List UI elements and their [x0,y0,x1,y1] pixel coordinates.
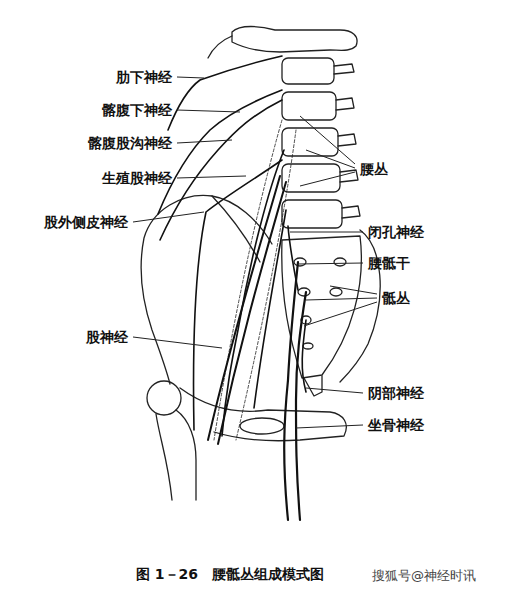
watermark: 搜狐号@神经时讯 [372,568,476,584]
process [342,206,360,218]
leader-line [133,212,204,222]
part-label: 腰丛 [360,161,388,178]
foramen [303,343,313,349]
leader-line [133,337,222,348]
vertebra [282,58,334,84]
rib [208,36,232,58]
leader-line [298,263,363,264]
leader-line [290,232,363,233]
vertebra [232,27,357,53]
leader-line [177,140,232,143]
ilioinguinal-nerve [160,100,282,240]
psoas-muscle [214,120,296,440]
leader-line [177,77,204,78]
leader-line [177,176,246,178]
part-label: 骶丛 [382,290,410,307]
femoral-nerve [208,176,286,444]
ilium [141,195,272,384]
leader-line [296,425,363,428]
process [338,134,356,146]
part-label: 肋下神经 [116,69,172,86]
foramen [298,288,310,296]
part-label: 股外侧皮神经 [44,214,128,231]
vertebra [282,92,336,120]
obturator-foramen [240,418,284,434]
part-label: 股神经 [86,329,128,346]
vertebra [282,200,342,228]
femur [156,410,196,500]
process [340,170,358,182]
iliohypogastric-nerve [158,90,282,214]
part-label: 坐骨神经 [368,417,424,434]
pudendal-nerve [302,320,306,392]
sciatic-nerve [284,262,306,520]
part-label: 生殖股神经 [102,170,172,187]
ilium [212,196,260,262]
leader-line [177,110,240,112]
leader-line [300,116,355,186]
leader-line [306,388,363,393]
part-label: 髂腹股沟神经 [88,135,172,152]
foramen [294,258,306,266]
obturator-nerve [254,210,286,408]
foramen [330,288,342,296]
pubis [180,388,346,441]
part-label: 阴部神经 [368,385,424,402]
coccyx [304,376,322,396]
ilium [340,230,380,382]
process [334,64,354,74]
foramen [334,258,346,266]
leader-line [304,286,377,326]
part-label: 髂腹下神经 [102,102,172,119]
part-label: 闭孔神经 [368,224,424,241]
leader-lines [133,77,377,428]
process [336,98,354,110]
part-label: 腰骶干 [368,255,410,272]
lateral-femoral-cutaneous-nerve [194,160,283,430]
figure-caption: 图 1－26 腰骶丛组成模式图 [136,566,324,584]
